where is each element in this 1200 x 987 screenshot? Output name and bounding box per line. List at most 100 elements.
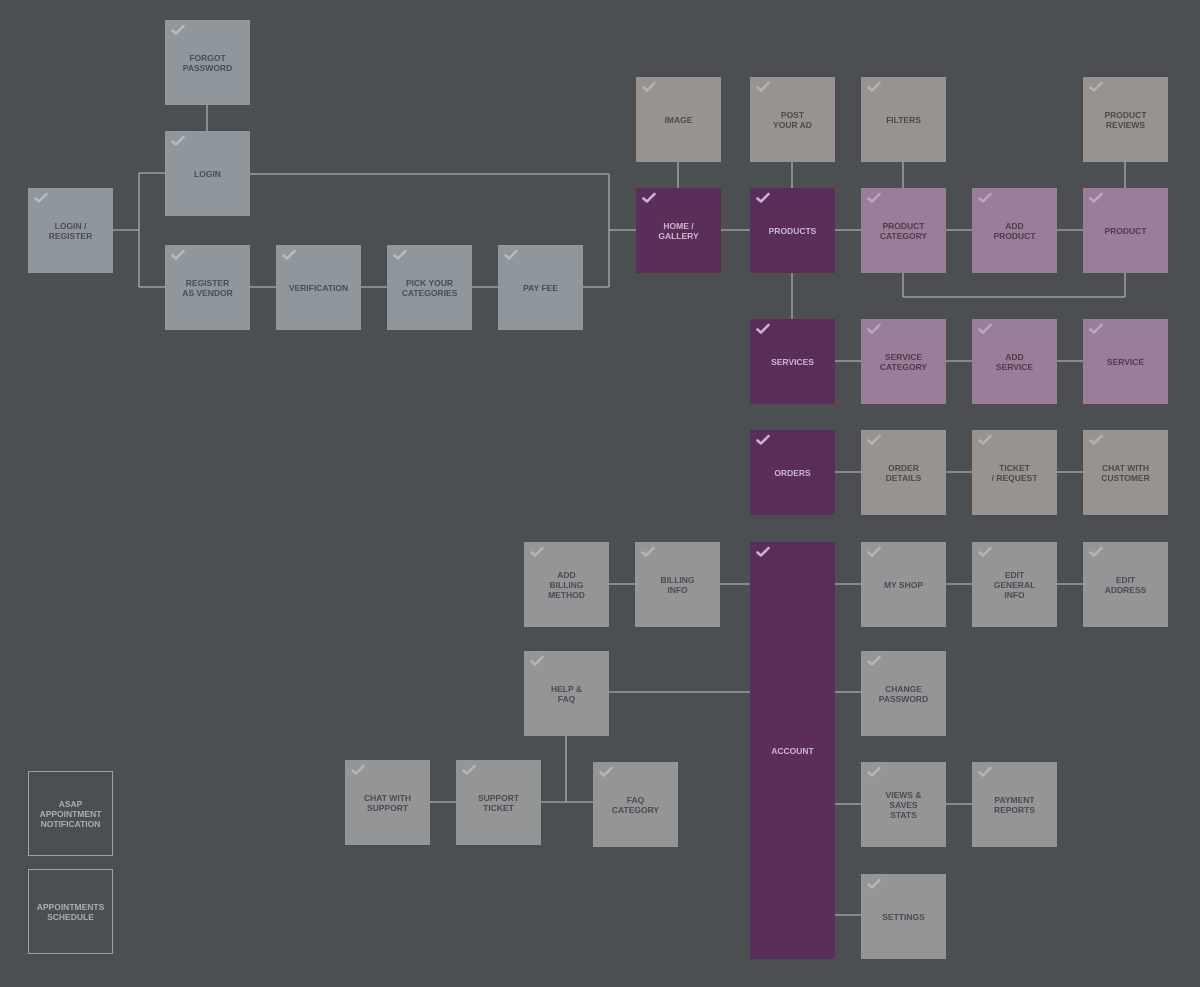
node-filters[interactable]: FILTERS <box>861 77 946 162</box>
node-label: SETTINGS <box>882 911 925 922</box>
node-asap-notification[interactable]: ASAP APPOINTMENT NOTIFICATION <box>28 771 113 856</box>
node-product-reviews[interactable]: PRODUCT REVIEWS <box>1083 77 1168 162</box>
node-forgot-password[interactable]: FORGOT PASSWORD <box>165 20 250 105</box>
node-label: VERIFICATION <box>288 282 349 293</box>
check-icon <box>504 249 518 261</box>
check-icon <box>171 135 185 147</box>
check-icon <box>393 249 407 261</box>
node-views-saves[interactable]: VIEWS & SAVES STATS <box>861 762 946 847</box>
node-change-password[interactable]: CHANGE PASSWORD <box>861 651 946 736</box>
node-verification[interactable]: VERIFICATION <box>276 245 361 330</box>
node-billing-info[interactable]: BILLING INFO <box>635 542 720 627</box>
node-product-category[interactable]: PRODUCT CATEGORY <box>861 188 946 273</box>
node-label: CHANGE PASSWORD <box>878 683 929 704</box>
node-order-details[interactable]: ORDER DETAILS <box>861 430 946 515</box>
node-faq-category[interactable]: FAQ CATEGORY <box>593 762 678 847</box>
node-label: ADD SERVICE <box>995 351 1034 372</box>
node-edit-address[interactable]: EDIT ADDRESS <box>1083 542 1168 627</box>
check-icon <box>978 546 992 558</box>
node-edit-general[interactable]: EDIT GENERAL INFO <box>972 542 1057 627</box>
check-icon <box>978 192 992 204</box>
node-login-register[interactable]: LOGIN / REGISTER <box>28 188 113 273</box>
node-label: PAY FEE <box>523 282 558 293</box>
node-label: VIEWS & SAVES STATS <box>885 789 922 820</box>
check-icon <box>1089 192 1103 204</box>
node-label: ORDER DETAILS <box>885 462 922 483</box>
node-label: PRODUCT REVIEWS <box>1104 109 1147 130</box>
check-icon <box>867 546 881 558</box>
check-icon <box>756 81 770 93</box>
node-help-faq[interactable]: HELP & FAQ <box>524 651 609 736</box>
node-service-category[interactable]: SERVICE CATEGORY <box>861 319 946 404</box>
check-icon <box>978 323 992 335</box>
check-icon <box>351 764 365 776</box>
node-label: BILLING INFO <box>660 574 695 595</box>
node-settings[interactable]: SETTINGS <box>861 874 946 959</box>
check-icon <box>978 766 992 778</box>
node-home-gallery[interactable]: HOME / GALLERY <box>636 188 721 273</box>
node-support-ticket[interactable]: SUPPORT TICKET <box>456 760 541 845</box>
node-appointments-schedule[interactable]: APPOINTMENTS SCHEDULE <box>28 869 113 954</box>
node-label: EDIT GENERAL INFO <box>993 569 1036 600</box>
node-image[interactable]: IMAGE <box>636 77 721 162</box>
node-label: FILTERS <box>886 114 921 125</box>
node-label: HOME / GALLERY <box>658 220 699 241</box>
node-register-vendor[interactable]: REGISTER AS VENDOR <box>165 245 250 330</box>
node-pay-fee[interactable]: PAY FEE <box>498 245 583 330</box>
check-icon <box>867 655 881 667</box>
node-label: ASAP APPOINTMENT NOTIFICATION <box>39 798 102 829</box>
node-label: POST YOUR AD <box>773 109 812 130</box>
check-icon <box>756 546 770 558</box>
node-label: MY SHOP <box>883 579 924 590</box>
node-label: CHAT WITH CUSTOMER <box>1101 462 1150 483</box>
check-icon <box>1089 434 1103 446</box>
node-label: FAQ CATEGORY <box>611 794 660 815</box>
node-product[interactable]: PRODUCT <box>1083 188 1168 273</box>
node-chat-customer[interactable]: CHAT WITH CUSTOMER <box>1083 430 1168 515</box>
node-label: HELP & FAQ <box>550 683 583 704</box>
check-icon <box>867 81 881 93</box>
check-icon <box>867 434 881 446</box>
check-icon <box>1089 323 1103 335</box>
node-label: FORGOT PASSWORD <box>182 52 233 73</box>
node-add-service[interactable]: ADD SERVICE <box>972 319 1057 404</box>
check-icon <box>642 192 656 204</box>
node-label: LOGIN / REGISTER <box>48 220 93 241</box>
node-add-billing[interactable]: ADD BILLING METHOD <box>524 542 609 627</box>
node-label: PICK YOUR CATEGORIES <box>401 277 458 298</box>
check-icon <box>282 249 296 261</box>
node-ticket-request[interactable]: TICKET / REQUEST <box>972 430 1057 515</box>
check-icon <box>642 81 656 93</box>
node-add-product[interactable]: ADD PRODUCT <box>972 188 1057 273</box>
check-icon <box>34 192 48 204</box>
node-products[interactable]: PRODUCTS <box>750 188 835 273</box>
check-icon <box>530 655 544 667</box>
node-pick-categories[interactable]: PICK YOUR CATEGORIES <box>387 245 472 330</box>
node-orders[interactable]: ORDERS <box>750 430 835 515</box>
node-post-ad[interactable]: POST YOUR AD <box>750 77 835 162</box>
node-chat-support[interactable]: CHAT WITH SUPPORT <box>345 760 430 845</box>
check-icon <box>1089 81 1103 93</box>
node-account[interactable]: ACCOUNT <box>750 542 835 959</box>
node-label: ADD PRODUCT <box>993 220 1036 241</box>
node-my-shop[interactable]: MY SHOP <box>861 542 946 627</box>
node-label: ORDERS <box>774 467 811 478</box>
node-services[interactable]: SERVICES <box>750 319 835 404</box>
check-icon <box>171 249 185 261</box>
node-label: PRODUCTS <box>768 225 817 236</box>
node-label: SERVICE <box>1106 356 1145 367</box>
node-label: TICKET / REQUEST <box>991 462 1038 483</box>
node-payment-reports[interactable]: PAYMENT REPORTS <box>972 762 1057 847</box>
node-label: REGISTER AS VENDOR <box>182 277 233 298</box>
check-icon <box>1089 546 1103 558</box>
check-icon <box>756 434 770 446</box>
node-login[interactable]: LOGIN <box>165 131 250 216</box>
node-label: IMAGE <box>664 114 693 125</box>
check-icon <box>462 764 476 776</box>
node-label: SERVICES <box>771 356 814 367</box>
check-icon <box>641 546 655 558</box>
check-icon <box>978 434 992 446</box>
node-service[interactable]: SERVICE <box>1083 319 1168 404</box>
node-label: PRODUCT <box>1104 225 1147 236</box>
node-label: PRODUCT CATEGORY <box>879 220 928 241</box>
